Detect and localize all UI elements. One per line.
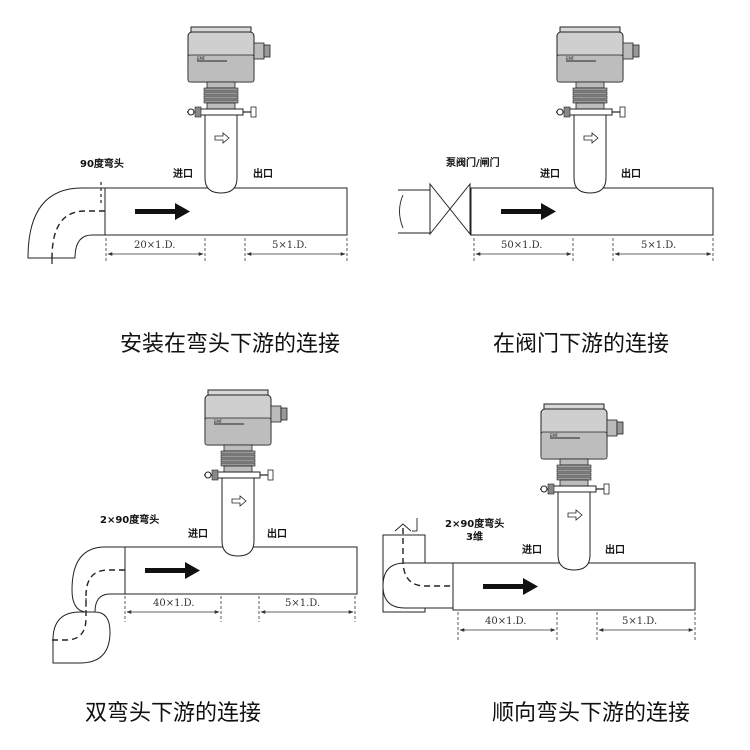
outlet-label: 出口 (605, 543, 625, 556)
fitting-label: 2×90度弯头 (100, 513, 159, 526)
downstream-dimension-label: 5×1.D. (285, 598, 320, 609)
inlet-label: 进口 (173, 167, 193, 180)
3d-elbow-fitting (382, 518, 454, 613)
caption-elbow: 安装在弯头下游的连接 (120, 332, 341, 357)
caption-3d-elbow: 顺向弯头下游的连接 (492, 701, 691, 726)
fitting-label: 泵阀门/闸门 (446, 156, 500, 169)
upstream-dimension (105, 238, 206, 262)
pipe (470, 187, 714, 236)
downstream-dimension (596, 612, 696, 640)
downstream-dimension (612, 238, 714, 262)
upstream-dimension-label: 20×1.D. (134, 240, 175, 251)
panel-3d-elbow: 2×90度弯头 3维 进口 出口 40×1.D. 5×1.D. (382, 403, 696, 640)
outlet-label: 出口 (253, 167, 273, 180)
downstream-dimension (244, 238, 348, 262)
upstream-dimension-label: 50×1.D. (501, 240, 542, 251)
downstream-dimension (258, 596, 356, 622)
panel-double-elbow: 2×90度弯头 进口 出口 40×1.D. 5×1.D. (50, 389, 358, 664)
panel-elbow: 90度弯头 进口 出口 20×1.D. 5×1.D. (27, 26, 348, 264)
downstream-dimension-label: 5×1.D. (272, 240, 307, 251)
caption-double-elbow: 双弯头下游的连接 (85, 701, 262, 726)
caption-valve: 在阀门下游的连接 (493, 332, 670, 357)
fitting-label: 2×90度弯头 (445, 517, 504, 530)
outlet-label: 出口 (621, 167, 641, 180)
upstream-dimension-label: 40×1.D. (153, 598, 194, 609)
fitting-label: 90度弯头 (80, 157, 124, 170)
upstream-dimension (124, 596, 222, 622)
valve-fitting (398, 182, 471, 236)
elbow-fitting (27, 182, 106, 264)
upstream-dimension-label: 40×1.D. (485, 616, 526, 627)
inlet-label: 进口 (540, 167, 560, 180)
downstream-dimension-label: 5×1.D. (622, 616, 657, 627)
double-elbow-fitting (50, 546, 126, 664)
downstream-dimension-label: 5×1.D. (641, 240, 676, 251)
inlet-label: 进口 (188, 527, 208, 540)
fitting-label-2: 3维 (466, 530, 483, 543)
panel-valve: 泵阀门/闸门 进口 出口 50×1.D. 5×1.D. (398, 26, 714, 262)
outlet-label: 出口 (267, 527, 287, 540)
pipe (104, 187, 348, 236)
upstream-dimension (457, 612, 558, 640)
upstream-dimension (473, 238, 574, 262)
inlet-label: 进口 (522, 543, 542, 556)
